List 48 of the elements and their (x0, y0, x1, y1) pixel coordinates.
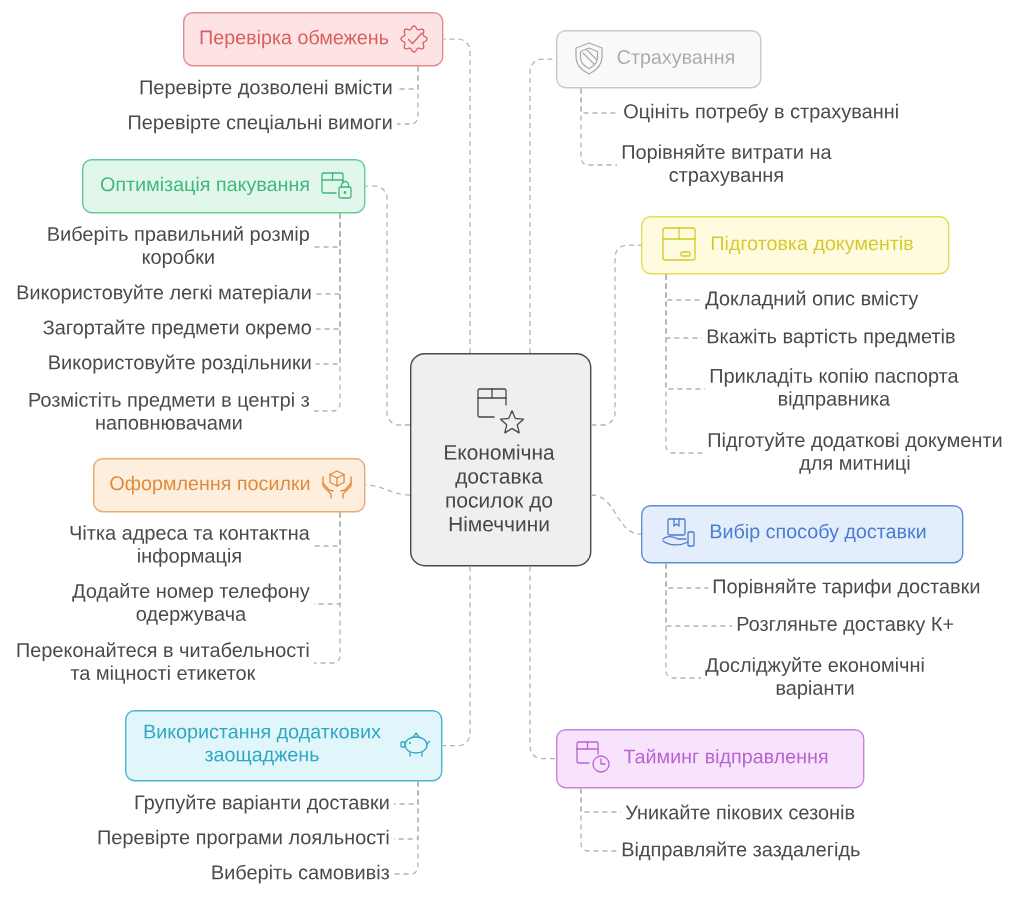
connector-line (580, 87, 618, 166)
item-text: Виберіть самовивіз (212, 864, 390, 884)
topic-box: Тайминг відправлення (556, 729, 865, 789)
connector-line (364, 185, 411, 426)
connector-line (529, 565, 557, 760)
connector-line (313, 212, 341, 412)
topic-box: Використання додаткових заощаджень (125, 710, 443, 782)
item-text: Оцініть потребу в страхуванні (624, 103, 898, 123)
item-text: Виберіть правильний розмір коробки (48, 226, 309, 268)
item-text: Досліджуйте економічні варіанти (705, 657, 924, 699)
connector-line (580, 787, 618, 852)
topic-box: Оптимізація пакування (82, 159, 366, 214)
item-text: Загортайте предмети окремо (43, 319, 311, 339)
item-text: Порівняйте тарифи доставки (713, 578, 980, 598)
topic-box: Оформлення посилки (93, 458, 366, 513)
item-text: Перевірте дозволені вмісти (140, 79, 392, 99)
topic-box: Страхування (556, 30, 762, 89)
item-text: Розмістіть предмети в центрі з наповнювачами (29, 392, 310, 430)
item-text: Вкажіть вартість предметів (707, 328, 955, 348)
item-text: Порівняйте витрати на страхування (622, 144, 832, 186)
item-text: Докладний опис вмісту (705, 290, 919, 310)
item-text: Використовуйте роздільники (49, 354, 311, 374)
topic-box: Перевірка обмежень (183, 12, 444, 67)
connector-line (393, 780, 419, 875)
connector-line (442, 38, 471, 354)
topic-box: Підготовка документів (641, 216, 950, 275)
item-text: Розгляньте доставку К+ (737, 617, 954, 635)
item-text: Уникайте пікових сезонів (625, 804, 855, 820)
connector-line (313, 511, 341, 664)
item-text: Використовуйте легкі матеріали (17, 284, 311, 304)
connector-line (665, 273, 704, 454)
item-text: Перевірте спеціальні вимоги (129, 114, 392, 134)
connector-line (364, 484, 411, 496)
item-text: Відправляйте заздалегідь (622, 841, 860, 861)
item-text: Прикладіть копію паспорта відправника (710, 368, 959, 410)
item-text: Переконайтеся в читабельності та міцності етикеток (17, 642, 309, 684)
connector-line (396, 65, 419, 125)
connector-line (441, 565, 471, 747)
item-text: Підготуйте додаткові документи для митниці (708, 432, 1002, 474)
connector-line (590, 494, 642, 535)
topic-box: Вибір способу доставки (641, 505, 964, 564)
item-text: Перевірте програми лояльності (98, 829, 389, 849)
connector-line (665, 562, 702, 679)
item-text: Чітка адреса та контактна інформація (70, 525, 310, 567)
item-text: Додайте номер телефону одержувача (72, 583, 310, 625)
connector-line (590, 244, 642, 426)
central-topic-box: Економічна доставка посилок до Німеччини (410, 353, 592, 567)
item-text: Групуйте варіанти доставки (135, 794, 389, 814)
